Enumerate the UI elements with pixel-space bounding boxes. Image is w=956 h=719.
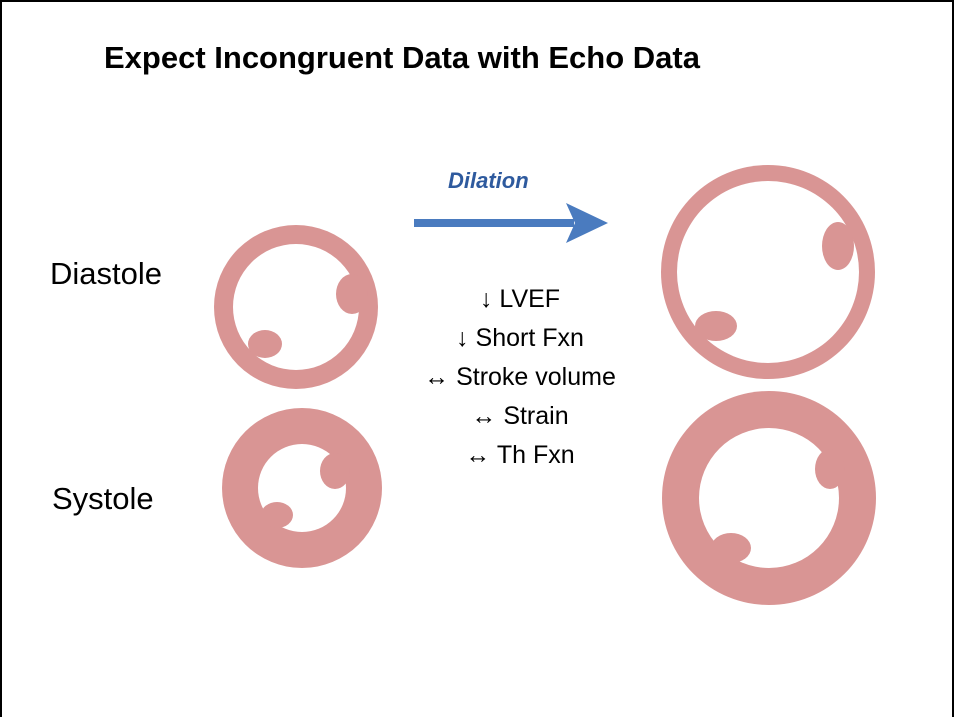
metric-row-th-fxn: ↔ Th Fxn [360, 436, 680, 475]
papillary-muscle [248, 330, 282, 358]
papillary-muscle [711, 533, 751, 563]
decrease-arrow-icon: ↓ [479, 285, 493, 313]
echo-metrics-list: ↓ LVEF ↓ Short Fxn ↔ Stroke volume ↔ Str… [360, 280, 680, 475]
metric-row-short-fxn: ↓ Short Fxn [360, 319, 680, 358]
metric-row-lvef: ↓ LVEF [360, 280, 680, 319]
papillary-muscle [336, 274, 368, 314]
papillary-muscle [320, 453, 350, 489]
metric-row-stroke-volume: ↔ Stroke volume [360, 358, 680, 397]
metric-label: LVEF [499, 285, 561, 313]
unchanged-arrow-icon: ↔ [471, 402, 497, 430]
dilated-systole-ventricle [662, 391, 876, 605]
normal-systole-ventricle [222, 408, 382, 568]
normal-diastole-ventricle [214, 225, 378, 389]
dilation-arrow [414, 203, 608, 243]
unchanged-arrow-icon: ↔ [465, 441, 491, 469]
systole-label: Systole [52, 481, 154, 516]
metric-label: Th Fxn [496, 441, 575, 469]
papillary-muscle [815, 449, 845, 489]
metric-label: Stroke volume [456, 363, 616, 391]
papillary-muscle [261, 502, 293, 528]
dilation-label: Dilation [448, 168, 529, 193]
slide-title: Expect Incongruent Data with Echo Data [104, 40, 700, 75]
decrease-arrow-icon: ↓ [456, 324, 469, 352]
metric-label: Strain [503, 402, 569, 430]
dilated-diastole-ventricle [661, 165, 875, 379]
metric-row-strain: ↔ Strain [360, 397, 680, 436]
unchanged-arrow-icon: ↔ [424, 363, 450, 391]
metric-label: Short Fxn [475, 324, 584, 352]
diastole-label: Diastole [50, 256, 162, 291]
papillary-muscle [822, 222, 854, 270]
papillary-muscle [695, 311, 737, 341]
